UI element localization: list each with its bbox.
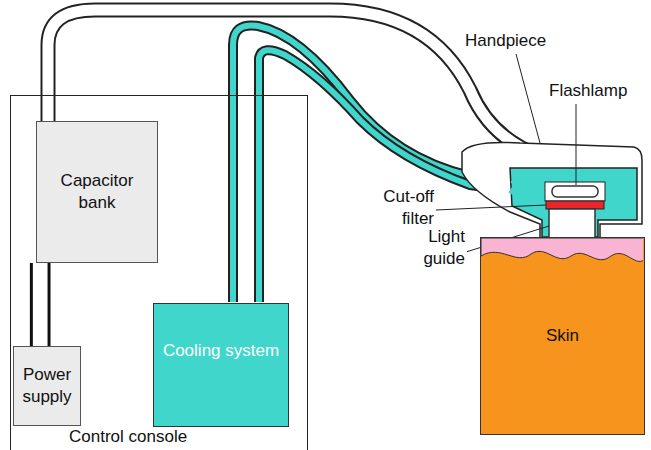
lamp-cavity [545,182,605,201]
flashlamp [552,186,598,197]
skin-block: Skin [480,237,645,435]
capacitor-bank-box: Capacitor bank [36,121,158,263]
node-label: Capacitor bank [43,170,151,214]
power-wires [31,263,49,346]
part-label: Flashlamp [547,80,629,102]
light-guide [549,209,595,238]
leader-line [436,205,546,210]
leader-line [516,54,540,143]
part-label: Handpiece [463,30,548,52]
node-label: Control console [69,426,187,448]
handpiece-shell [462,142,642,238]
cut-off-filter [546,201,604,209]
handpiece-head [510,168,637,237]
power-supply-box: Power supply [13,346,81,426]
leader-line [576,104,577,185]
node-label: Power supply [20,364,74,408]
skin-surface [481,238,643,278]
part-label: Cut-off filter [362,186,436,230]
cooling-tube [510,190,535,205]
part-label: Light guide [405,226,467,270]
console-panel: Control console Capacitor bankPower suppl… [10,95,308,450]
node-label: Skin [546,325,579,347]
epidermis [481,238,643,261]
node-label: Cooling system [163,340,279,362]
cooling-system-box: Cooling system [153,303,289,427]
